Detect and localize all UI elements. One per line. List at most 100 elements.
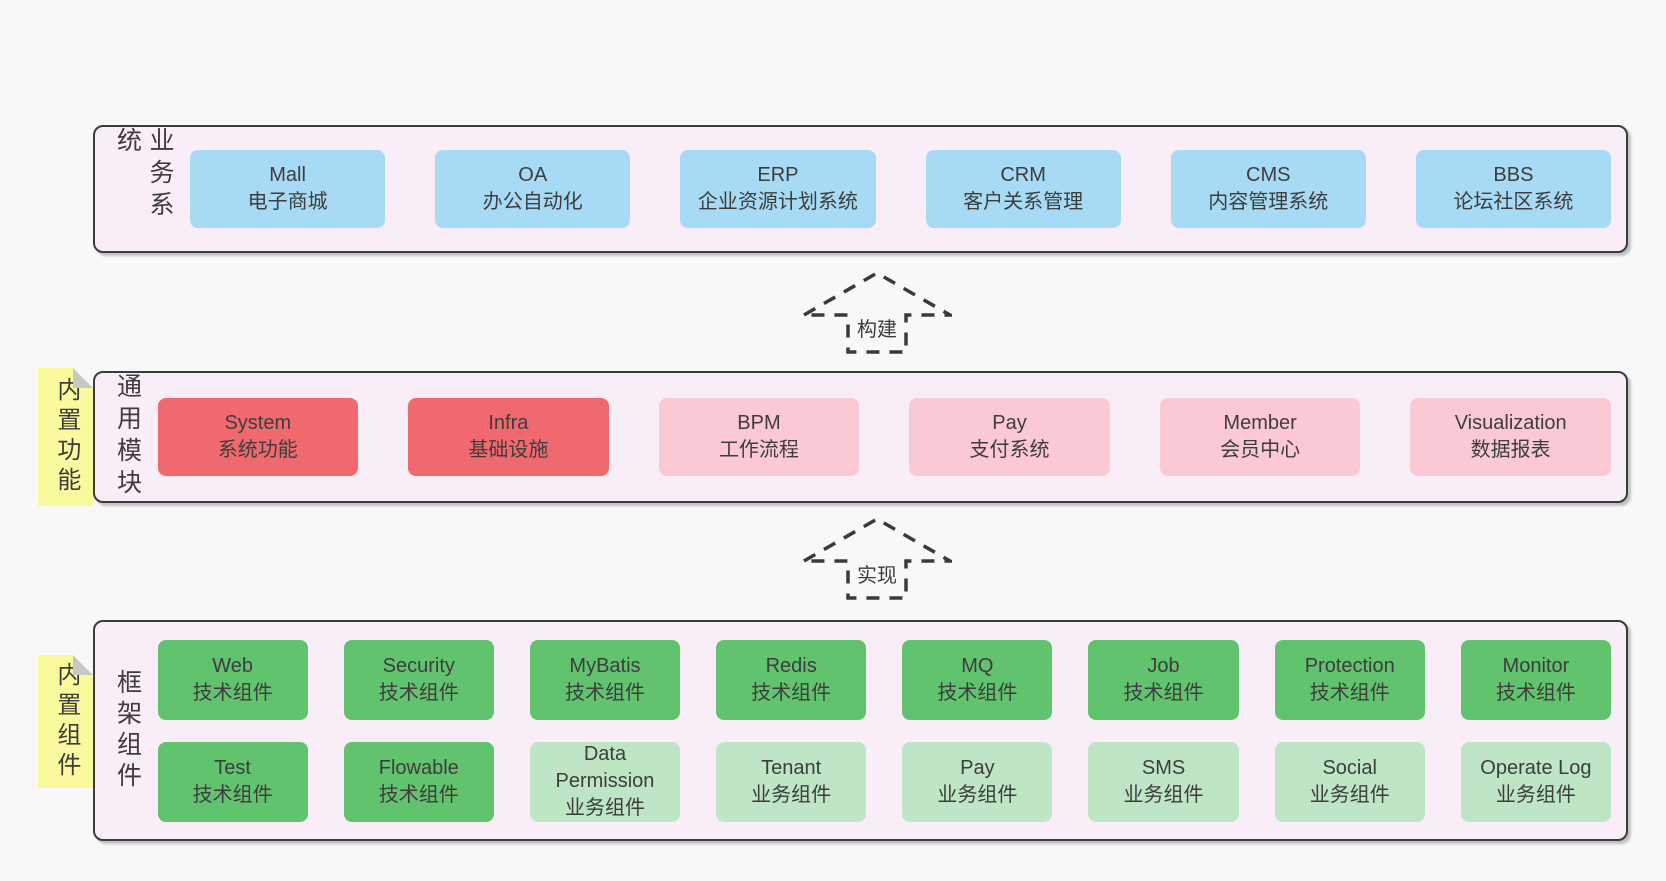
box-title: Monitor <box>1502 654 1570 677</box>
box-subtitle: 会员中心 <box>1220 439 1301 461</box>
box-subtitle: 技术组件 <box>937 681 1018 704</box>
up-arrow-icon <box>802 271 952 354</box>
box-title: System <box>224 412 292 434</box>
box-title: Security <box>382 654 455 677</box>
box-sms: SMS 业务组件 <box>1088 741 1239 822</box>
box-subtitle: 技术组件 <box>1495 681 1576 704</box>
layer-framework-components-label: 框架组件 <box>113 668 142 793</box>
box-subtitle: 电子商城 <box>247 191 328 213</box>
box-title: Protection <box>1304 654 1395 677</box>
box-title: CRM <box>1000 164 1046 186</box>
box-subtitle: 业务组件 <box>1495 783 1576 806</box>
box-subtitle: 业务组件 <box>1123 783 1204 806</box>
box-subtitle: 技术组件 <box>751 681 832 704</box>
box-subtitle: 企业资源计划系统 <box>697 191 858 213</box>
framework-components-row-1: Web 技术组件 Security 技术组件 MyBatis 技术组件 Redi… <box>157 639 1611 720</box>
box-monitor: Monitor 技术组件 <box>1460 639 1611 720</box>
box-subtitle: 系统功能 <box>217 439 298 461</box>
box-system: System 系统功能 <box>157 398 359 476</box>
box-subtitle: 基础设施 <box>468 439 549 461</box>
box-title: Infra <box>488 412 529 434</box>
box-subtitle: 技术组件 <box>1309 681 1390 704</box>
box-bbs: BBS 论坛社区系统 <box>1415 150 1612 228</box>
common-modules-box-row: System 系统功能 Infra 基础设施 BPM 工作流程 Pay 支付系统… <box>144 398 1627 476</box>
implement-arrow: 实现 <box>802 517 952 601</box>
box-title: ERP <box>757 164 799 186</box>
box-subtitle: 技术组件 <box>564 681 645 704</box>
box-subtitle: 业务组件 <box>937 783 1018 806</box>
box-web: Web 技术组件 <box>157 639 308 720</box>
box-crm: CRM 客户关系管理 <box>925 150 1121 228</box>
box-test: Test 技术组件 <box>157 741 308 822</box>
up-arrow-icon <box>802 517 952 600</box>
build-arrow: 构建 <box>802 271 952 355</box>
box-subtitle: 数据报表 <box>1470 439 1551 461</box>
box-visualization: Visualization 数据报表 <box>1410 398 1611 476</box>
box-mall: Mall 电子商城 <box>190 150 386 228</box>
box-subtitle: 内容管理系统 <box>1208 191 1329 213</box>
box-redis: Redis 技术组件 <box>716 639 867 720</box>
sticky-note-text: 内置组件 <box>52 661 80 782</box>
business-systems-box-row: Mall 电子商城 OA 办公自动化 ERP 企业资源计划系统 CRM 客户关系… <box>176 150 1626 228</box>
box-title: CMS <box>1246 164 1291 186</box>
box-data-permission: Data Permission 业务组件 <box>529 741 681 822</box>
layer-business-systems: 业务系统 Mall 电子商城 OA 办公自动化 ERP 企业资源计划系统 CRM… <box>93 125 1628 253</box>
box-security: Security 技术组件 <box>343 639 494 720</box>
box-subtitle: 业务组件 <box>1309 783 1390 806</box>
box-mybatis: MyBatis 技术组件 <box>529 639 681 720</box>
box-infra: Infra 基础设施 <box>408 398 609 476</box>
box-subtitle: 论坛社区系统 <box>1453 191 1574 213</box>
box-title: Social <box>1322 756 1377 779</box>
box-member: Member 会员中心 <box>1159 398 1361 476</box>
box-mq: MQ 技术组件 <box>902 639 1053 720</box>
box-title: SMS <box>1141 756 1186 779</box>
layer-business-systems-label: 业务系统 <box>113 127 175 223</box>
box-title: Pay <box>960 756 995 779</box>
layer-framework-components: 框架组件 Web 技术组件 Security 技术组件 MyBatis 技术组件… <box>93 620 1628 841</box>
box-tenant: Tenant 业务组件 <box>716 741 867 822</box>
box-title: MyBatis <box>569 654 641 677</box>
implement-arrow-label: 实现 <box>857 565 897 587</box>
box-subtitle: 业务组件 <box>564 797 645 819</box>
box-erp: ERP 企业资源计划系统 <box>680 150 876 228</box>
box-title: Member <box>1223 412 1297 434</box>
box-flowable: Flowable 技术组件 <box>343 741 494 822</box>
box-social: Social 业务组件 <box>1274 741 1425 822</box>
framework-components-grid: Web 技术组件 Security 技术组件 MyBatis 技术组件 Redi… <box>144 639 1627 822</box>
box-title: BPM <box>737 412 781 434</box>
box-subtitle: 支付系统 <box>969 439 1050 461</box>
box-cms: CMS 内容管理系统 <box>1170 150 1366 228</box>
box-subtitle: 客户关系管理 <box>963 191 1084 213</box>
box-pay-business: Pay 业务组件 <box>902 741 1053 822</box>
box-title: Web <box>212 654 253 677</box>
box-subtitle: 业务组件 <box>751 783 832 806</box>
box-subtitle: 技术组件 <box>192 783 273 806</box>
box-subtitle: 工作流程 <box>718 439 799 461</box>
framework-components-row-2: Test 技术组件 Flowable 技术组件 Data Permission … <box>157 741 1611 822</box>
box-title: Redis <box>765 654 817 677</box>
layer-common-modules-label: 通用模块 <box>113 373 142 501</box>
build-arrow-label: 构建 <box>857 319 897 341</box>
box-operate-log: Operate Log 业务组件 <box>1460 741 1611 822</box>
sticky-note-text: 内置功能 <box>52 377 80 497</box>
box-subtitle: 技术组件 <box>378 681 459 704</box>
box-title: Pay <box>992 412 1027 434</box>
box-subtitle: 办公自动化 <box>482 191 583 213</box>
box-title: BBS <box>1493 164 1534 186</box>
box-title: Visualization <box>1454 412 1567 434</box>
box-bpm: BPM 工作流程 <box>658 398 860 476</box>
box-title: MQ <box>961 654 994 677</box>
sticky-note-built-in-components: 内置组件 <box>38 655 93 788</box>
sticky-note-built-in-functions: 内置功能 <box>38 368 93 506</box>
box-job: Job 技术组件 <box>1088 639 1239 720</box>
box-title: Mall <box>269 164 306 186</box>
box-title: Flowable <box>378 756 459 779</box>
box-subtitle: 技术组件 <box>1123 681 1204 704</box>
box-title: Operate Log <box>1480 756 1592 779</box>
layer-common-modules: 通用模块 System 系统功能 Infra 基础设施 BPM 工作流程 Pay… <box>93 371 1628 503</box>
box-title: Data Permission <box>555 743 655 792</box>
box-subtitle: 技术组件 <box>192 681 273 704</box>
box-protection: Protection 技术组件 <box>1274 639 1425 720</box>
box-pay: Pay 支付系统 <box>909 398 1110 476</box>
box-title: OA <box>518 164 548 186</box>
